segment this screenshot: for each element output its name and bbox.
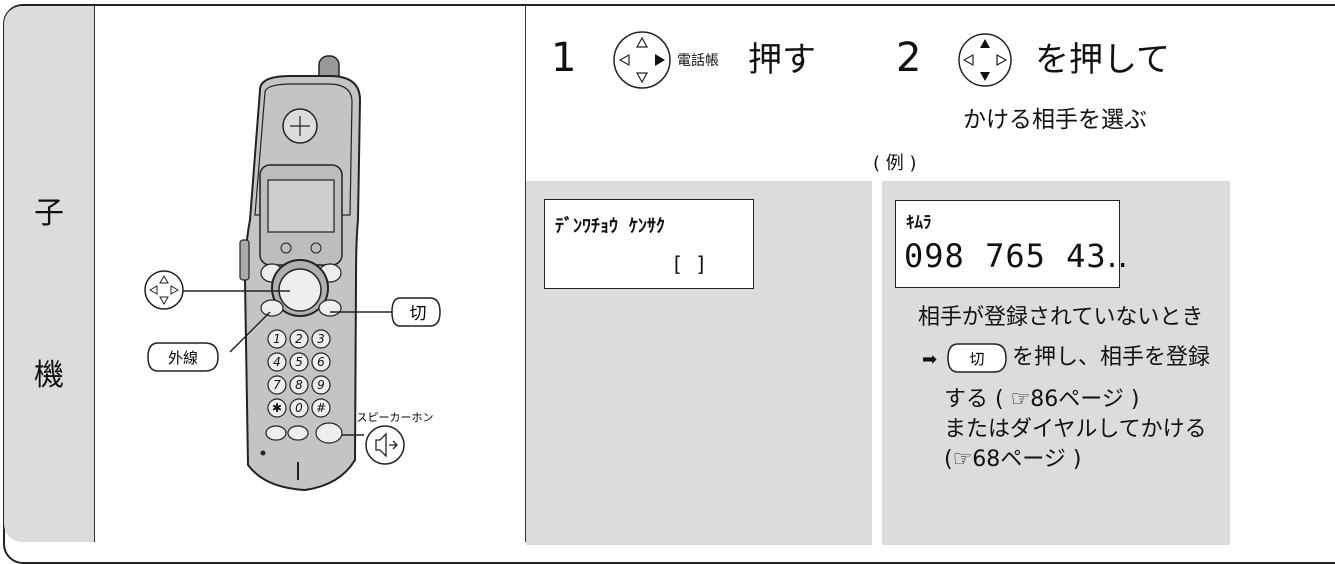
note-line-2: を押し、相手を登録 bbox=[1012, 345, 1211, 370]
lcd-display-entry: ｷﾑﾗ 098 765 43‥ bbox=[895, 200, 1128, 288]
handset-illustration: 1 2 3 4 5 6 7 8 9 ✱ 0 # 切 外線 スピーカーホン bbox=[144, 55, 441, 492]
nav-key-right-icon bbox=[613, 31, 671, 89]
keypad-key-2: 2 bbox=[295, 332, 303, 346]
callout-speakerphone-key: スピーカーホン bbox=[342, 411, 434, 465]
lcd-line-2: [ ] bbox=[671, 252, 708, 276]
outside-line-key-label: 外線 bbox=[168, 349, 198, 367]
off-key-text: 切 bbox=[969, 350, 984, 368]
divider bbox=[94, 6, 95, 542]
speakerphone-label: スピーカーホン bbox=[357, 411, 434, 424]
keypad-key-5: 5 bbox=[295, 355, 303, 369]
keypad-key-4: 4 bbox=[273, 355, 281, 369]
side-tab: 子 機 bbox=[4, 6, 94, 542]
keypad-key-6: 6 bbox=[317, 355, 325, 369]
keypad-key-star: ✱ bbox=[272, 401, 282, 415]
phonebook-key-tag: 電話帳 bbox=[677, 53, 719, 69]
step2-action: を押して bbox=[1035, 40, 1170, 80]
divider bbox=[525, 6, 526, 542]
arrow-icon: ➡ bbox=[922, 349, 938, 370]
side-label-top: 子 bbox=[34, 196, 64, 231]
lcd-display-phonebook: ﾃﾞﾝﾜﾁｮｳ ｹﾝｻｸ [ ] bbox=[544, 199, 754, 289]
keypad-key-3: 3 bbox=[317, 332, 325, 346]
step1-number: 1 bbox=[551, 35, 577, 81]
keypad-key-9: 9 bbox=[317, 378, 325, 392]
lcd-line-2: 098 765 43‥ bbox=[904, 237, 1130, 275]
note-line-3: する ( ☞86ページ ) bbox=[944, 387, 1140, 412]
step2-number: 2 bbox=[896, 35, 922, 81]
keypad-key-7: 7 bbox=[273, 378, 281, 392]
keypad-key-0: 0 bbox=[295, 401, 303, 415]
nav-key-updown-icon bbox=[958, 33, 1012, 87]
keypad-key-hash: # bbox=[316, 401, 326, 415]
side-label-bottom: 機 bbox=[34, 358, 64, 393]
off-key-label: 切 bbox=[410, 304, 427, 324]
step2-subtitle: かける相手を選ぶ bbox=[963, 107, 1147, 133]
callout-off-key: 切 bbox=[330, 297, 441, 327]
callout-outside-line-key: 外線 bbox=[147, 311, 271, 372]
note-line-5: (☞68ページ ) bbox=[944, 447, 1082, 472]
off-key-icon: 切 bbox=[947, 343, 1007, 373]
note-line-4: またはダイヤルしてかける bbox=[944, 417, 1207, 442]
lcd-line-1: ﾃﾞﾝﾜﾁｮｳ ｹﾝｻｸ bbox=[555, 216, 665, 237]
lcd-line-1: ｷﾑﾗ bbox=[906, 213, 932, 233]
step1-action: 押す bbox=[748, 40, 816, 80]
example-label: ( 例 ) bbox=[873, 153, 917, 174]
keypad-key-1: 1 bbox=[273, 332, 281, 346]
keypad-key-8: 8 bbox=[295, 378, 303, 392]
note-line-1: 相手が登録されていないとき bbox=[918, 305, 1204, 330]
callout-nav-key bbox=[144, 270, 290, 310]
